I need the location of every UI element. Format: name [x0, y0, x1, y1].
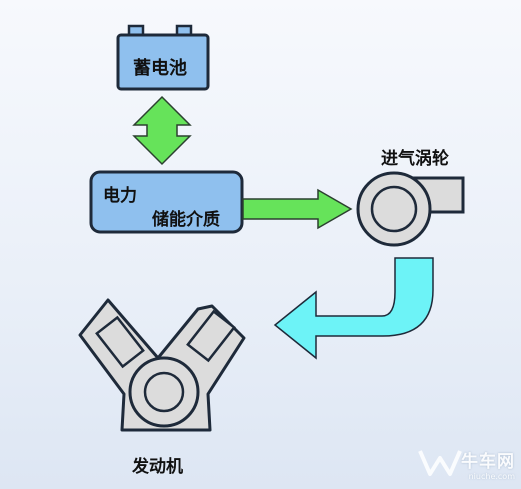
two-way-arrow: [132, 95, 192, 166]
battery-icon: [116, 24, 210, 91]
turbo-icon: [356, 171, 465, 247]
storage-medium-box: [89, 170, 244, 234]
watermark-title: 牛车网: [461, 452, 515, 472]
storage-medium-label-line1: 电力: [103, 186, 137, 206]
watermark-subtitle: niuche.com: [468, 472, 515, 481]
engine-label: 发动机: [132, 457, 183, 477]
engine-icon: [78, 298, 246, 432]
green-arrow: [242, 188, 353, 230]
cyan-arrow: [273, 257, 434, 360]
watermark-logo-icon: [418, 450, 462, 476]
watermark: 牛车网 niuche.com: [461, 447, 515, 481]
storage-medium-label-line2: 储能介质: [152, 210, 220, 230]
turbo-label: 进气涡轮: [381, 149, 449, 169]
battery-label: 蓄电池: [133, 58, 187, 79]
